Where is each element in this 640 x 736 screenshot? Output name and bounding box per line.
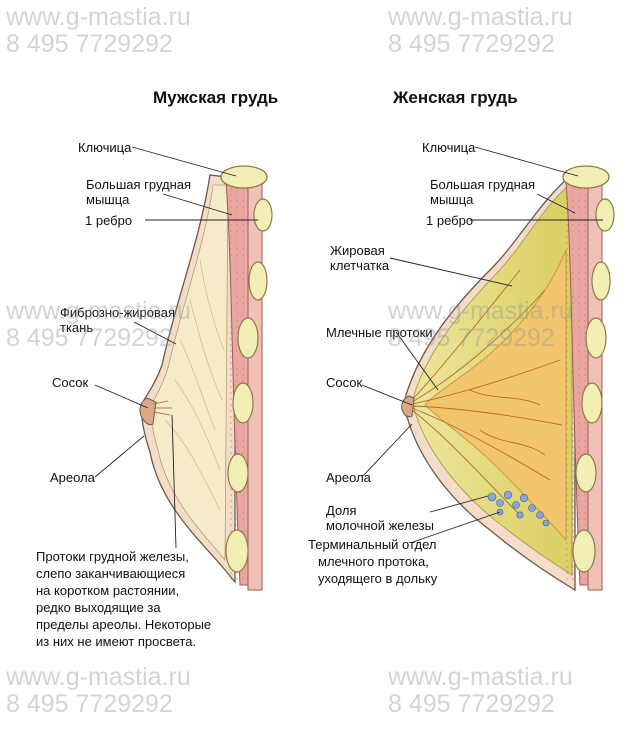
female-label-pectoral-line2: мышца <box>430 192 474 207</box>
male-label-pectoral-line2: мышца <box>86 192 130 207</box>
female-label-fatty-tissue: Жировая клетчатка <box>330 243 389 273</box>
male-note-line: пределы ареолы. Некоторые <box>36 617 212 632</box>
male-label-fibro-line1: Фиброзно-жировая <box>60 305 176 320</box>
title-female-breast: Женская грудь <box>393 88 518 107</box>
male-label-rib: 1 ребро <box>85 213 133 228</box>
title-male-breast: Мужская грудь <box>153 88 279 107</box>
female-label-terminal-duct: Терминальный отдел млечного протока, ухо… <box>308 536 437 587</box>
male-label-nipple: Сосок <box>52 375 89 390</box>
male-label-pectoral-line1: Большая грудная <box>86 177 192 192</box>
female-label-pectoral-line1: Большая грудная <box>430 177 536 192</box>
female-label-fat-line2: клетчатка <box>330 258 390 273</box>
female-label-milk-ducts: Млечные протоки <box>326 325 433 340</box>
female-label-fat-line1: Жировая <box>330 243 385 258</box>
female-label-lobe-line2: молочной железы <box>326 518 434 533</box>
female-label-terminal-line2: млечного протока, <box>318 554 429 569</box>
male-note-line: редко выходящие за <box>36 600 161 615</box>
female-clavicle-bone <box>562 165 610 189</box>
male-ducts-note: Протоки грудной железы, слепо заканчиваю… <box>36 548 211 650</box>
male-label-clavicle: Ключица <box>78 140 132 155</box>
female-breast-figure <box>361 146 615 592</box>
female-label-clavicle: Ключица <box>422 140 476 155</box>
female-label-areola: Ареола <box>326 470 371 485</box>
male-note-line: Протоки грудной железы, <box>36 549 189 564</box>
male-label-fibro-fatty: Фиброзно-жировая ткань <box>60 305 175 335</box>
male-label-areola: Ареола <box>50 470 95 485</box>
female-nipple <box>401 395 415 418</box>
female-label-pectoral: Большая грудная мышца <box>430 177 535 207</box>
male-clavicle-bone <box>220 165 268 189</box>
female-label-lobe-line1: Доля <box>326 503 357 518</box>
male-note-line: слепо заканчивающиеся <box>36 566 186 581</box>
male-nipple <box>139 397 157 426</box>
female-label-rib: 1 ребро <box>426 213 474 228</box>
male-label-pectoral: Большая грудная мышца <box>86 177 191 207</box>
male-chest-wall <box>247 177 263 591</box>
female-label-nipple: Сосок <box>326 375 363 390</box>
female-label-lobe: Доля молочной железы <box>326 503 434 533</box>
male-label-fibro-line2: ткань <box>60 320 94 335</box>
male-note-line: из них не имеют просвета. <box>36 634 197 649</box>
male-note-line: на коротком растоянии, <box>36 583 180 598</box>
female-label-terminal-line3: уходящего в дольку <box>318 571 438 586</box>
female-label-terminal-line1: Терминальный отдел <box>308 537 437 552</box>
male-breast-figure <box>94 146 273 591</box>
